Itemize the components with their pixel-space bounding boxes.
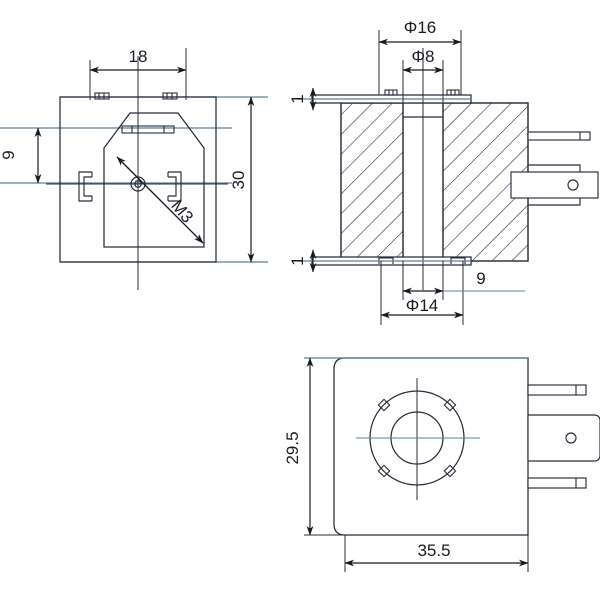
section-extension-lines — [298, 98, 471, 262]
front-left-clip — [78, 171, 93, 202]
bottom-dim-width-label: 35.5 — [417, 541, 450, 560]
section-dim-inner-bore-label: Φ8 — [411, 47, 434, 66]
front-horizontal-slot — [121, 125, 175, 134]
front-octagon-plate — [103, 112, 205, 248]
section-dim-plate-bottom-label: 1 — [288, 256, 307, 265]
section-dim-outer-bore-label: Φ16 — [404, 18, 436, 37]
section-dim-plate-top-label: 1 — [288, 94, 307, 103]
front-dim-side-label: 9 — [0, 150, 18, 159]
front-dim-height-label: 30 — [229, 171, 248, 190]
front-view — [0, 48, 268, 290]
cross-section-view — [298, 30, 599, 325]
bottom-terminals — [527, 384, 600, 489]
bottom-center-lines — [356, 378, 480, 500]
section-terminals — [510, 131, 599, 206]
bottom-dim-height-label: 29.5 — [283, 431, 302, 464]
section-dim-offset-label: 9 — [476, 269, 485, 288]
section-top-tabs — [384, 89, 460, 96]
section-left-block — [340, 102, 404, 262]
bottom-view — [304, 357, 600, 572]
front-dim-width-label: 18 — [129, 47, 148, 66]
bottom-small-features — [377, 398, 457, 478]
m3-leader-arrows — [116, 156, 204, 244]
section-dim-lower-bore-label: Φ14 — [406, 296, 438, 315]
front-top-tabs — [94, 92, 178, 100]
